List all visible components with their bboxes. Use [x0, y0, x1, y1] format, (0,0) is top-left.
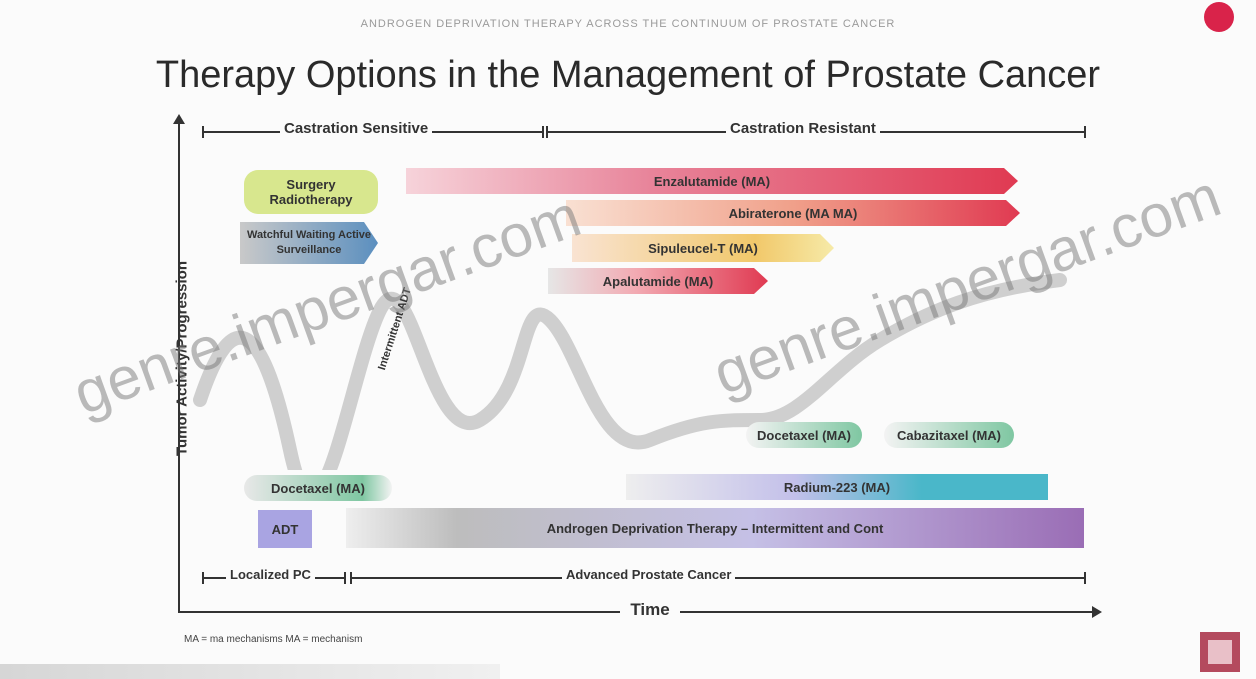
cabazitaxel-label: Cabazitaxel (MA)	[896, 427, 1002, 443]
sipuleucel-bar: Sipuleucel-T (MA)	[572, 234, 834, 262]
docetaxel-late-pill: Docetaxel (MA)	[746, 422, 862, 448]
localized-pc-label: Localized PC	[226, 567, 315, 582]
docetaxel-early-pill: Docetaxel (MA)	[244, 475, 392, 501]
castration-sensitive-label: Castration Sensitive	[280, 120, 433, 137]
disease-progression-curve	[193, 273, 1067, 470]
corner-logo-icon	[1200, 632, 1240, 672]
advanced-pc-label: Advanced Prostate Cancer	[562, 567, 736, 582]
surgery-label: Surgery Radiotherapy	[269, 177, 353, 207]
radium-label: Radium-223 (MA)	[783, 479, 891, 495]
abiraterone-label: Abiraterone (MA MA)	[728, 205, 858, 221]
radium-bar: Radium-223 (MA)	[626, 474, 1048, 500]
slide-title: Therapy Options in the Management of Pro…	[155, 54, 1101, 96]
apalutamide-bar: Apalutamide (MA)	[548, 268, 768, 294]
brand-logo-icon	[1204, 2, 1234, 32]
y-axis	[173, 114, 185, 612]
enzalutamide-label: Enzalutamide (MA)	[653, 173, 771, 189]
cabazitaxel-pill: Cabazitaxel (MA)	[884, 422, 1014, 448]
adt-full-label: Androgen Deprivation Therapy – Intermitt…	[546, 520, 884, 536]
apalutamide-label: Apalutamide (MA)	[602, 273, 714, 289]
surgery-radiotherapy-box: Surgery Radiotherapy	[244, 170, 378, 214]
docetaxel-late-label: Docetaxel (MA)	[757, 427, 851, 443]
enzalutamide-bar: Enzalutamide (MA)	[406, 168, 1018, 194]
castration-resistant-label: Castration Resistant	[726, 120, 880, 137]
docetaxel-early-label: Docetaxel (MA)	[271, 480, 365, 496]
monitoring-box: Watchful Waiting Active Surveillance	[240, 222, 378, 264]
footnote: MA = ma mechanisms MA = mechanism	[184, 634, 363, 645]
adt-full-bar: Androgen Deprivation Therapy – Intermitt…	[346, 508, 1084, 548]
monitoring-label: Watchful Waiting Active Surveillance	[246, 229, 372, 256]
slide-subtitle: ANDROGEN DEPRIVATION THERAPY ACROSS THE …	[360, 18, 896, 30]
bottom-toolbar-strip	[0, 664, 500, 679]
x-axis-label: Time	[620, 600, 680, 620]
sipuleucel-label: Sipuleucel-T (MA)	[648, 240, 758, 256]
abiraterone-bar: Abiraterone (MA MA)	[566, 200, 1020, 226]
adt-box: ADT	[258, 510, 312, 548]
adt-label: ADT	[271, 521, 299, 537]
